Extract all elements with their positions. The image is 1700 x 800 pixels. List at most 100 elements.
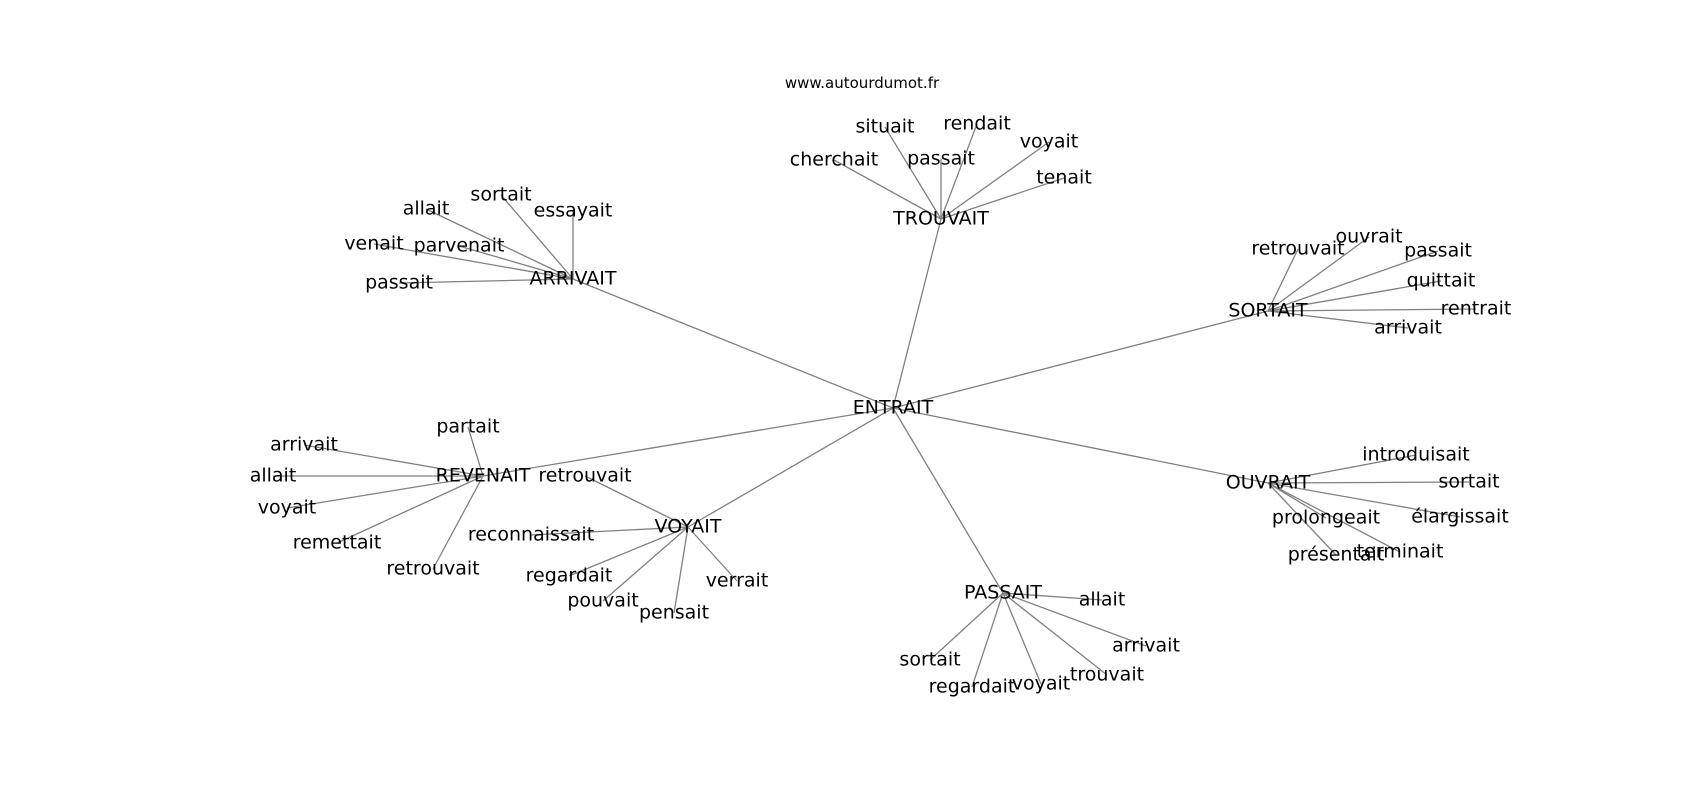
edge-center-ouvrait <box>892 407 1269 484</box>
hub-node-passait: PASSAIT <box>964 582 1042 604</box>
leaf-node-arrivait-2: essayait <box>534 200 613 222</box>
leaf-node-revenait-1: arrivait <box>270 434 338 456</box>
edge-trouvait-1 <box>940 123 978 220</box>
edge-trouvait-0 <box>884 126 942 220</box>
edge-passait-4 <box>1002 592 1042 685</box>
edge-arrivait-0 <box>425 208 574 280</box>
leaf-node-ouvrait-1: sortait <box>1438 471 1499 493</box>
edge-trouvait-4 <box>833 159 942 220</box>
leaf-node-trouvait-2: passait <box>907 148 975 170</box>
edge-voyait-1 <box>530 526 689 536</box>
leaf-node-trouvait-1: rendait <box>943 113 1011 135</box>
leaf-node-ouvrait-4: terminait <box>1357 541 1444 563</box>
edge-passait-0 <box>1002 592 1103 601</box>
edge-passait-3 <box>971 592 1004 688</box>
leaf-node-trouvait-3: voyait <box>1020 131 1078 153</box>
edge-ouvrait-2 <box>1267 482 1461 518</box>
leaf-node-sortait-4: rentrait <box>1441 298 1512 320</box>
leaf-node-revenait-4: remettait <box>293 532 382 554</box>
edge-voyait-5 <box>687 526 738 582</box>
leaf-node-ouvrait-2: élargissait <box>1411 506 1509 528</box>
graph-labels: ENTRAIT TROUVAIT situait rendait passait voya… <box>250 113 1512 698</box>
leaf-node-sortait-0: retrouvait <box>1251 238 1344 260</box>
leaf-node-revenait-3: voyait <box>258 497 316 519</box>
edge-trouvait-5 <box>940 177 1065 220</box>
edge-passait-1 <box>1002 592 1147 647</box>
leaf-node-arrivait-1: sortait <box>470 184 531 206</box>
leaf-node-ouvrait-0: introduisait <box>1362 444 1469 466</box>
edge-passait-5 <box>1002 592 1108 676</box>
edge-voyait-2 <box>568 526 689 577</box>
edge-ouvrait-5 <box>1267 482 1337 556</box>
hub-node-arrivait: ARRIVAIT <box>530 268 617 290</box>
center-node-label: ENTRAIT <box>853 397 934 419</box>
leaf-node-sortait-1: ouvrait <box>1335 226 1402 248</box>
hub-node-trouvait: TROUVAIT <box>892 208 989 230</box>
edge-center-arrivait <box>572 278 894 409</box>
edge-voyait-3 <box>602 526 689 602</box>
leaf-node-voyait-2: regardait <box>526 565 613 587</box>
leaf-node-trouvait-5: tenait <box>1036 167 1092 189</box>
edge-arrivait-4 <box>458 245 574 280</box>
leaf-node-passait-1: arrivait <box>1112 635 1180 657</box>
edge-ouvrait-3 <box>1267 482 1327 519</box>
leaf-node-passait-0: allait <box>1079 589 1126 611</box>
edge-arrivait-5 <box>398 278 574 284</box>
hub-node-ouvrait: OUVRAIT <box>1226 472 1311 494</box>
hub-node-sortait: SORTAIT <box>1228 300 1308 322</box>
edge-arrivait-3 <box>373 243 574 280</box>
edge-center-revenait <box>482 407 894 477</box>
edge-center-voyait <box>687 407 894 528</box>
edge-passait-2 <box>929 592 1004 661</box>
leaf-node-trouvait-0: situait <box>855 116 914 138</box>
leaf-node-passait-4: voyait <box>1012 673 1070 695</box>
edge-revenait-1 <box>303 444 484 477</box>
edge-revenait-3 <box>286 475 484 509</box>
leaf-node-passait-5: trouvait <box>1070 664 1144 686</box>
edge-sortait-4 <box>1267 308 1477 312</box>
leaf-node-revenait-2: allait <box>250 465 297 487</box>
edge-sortait-0 <box>1267 248 1299 312</box>
leaf-node-arrivait-4: parvenait <box>414 235 505 257</box>
edge-ouvrait-1 <box>1267 481 1470 484</box>
edge-sortait-2 <box>1267 250 1439 312</box>
leaf-node-sortait-2: passait <box>1404 240 1472 262</box>
leaf-node-voyait-3: pouvait <box>567 590 638 612</box>
leaf-node-voyait-0: retrouvait <box>538 465 631 487</box>
leaf-node-voyait-5: verrait <box>706 570 769 592</box>
edge-ouvrait-0 <box>1267 454 1417 484</box>
leaf-node-passait-3: regardait <box>929 676 1016 698</box>
leaf-node-passait-2: sortait <box>899 649 960 671</box>
edge-trouvait-3 <box>940 141 1050 220</box>
leaf-node-sortait-5: arrivait <box>1374 317 1442 339</box>
leaf-node-revenait-0: partait <box>436 416 499 438</box>
edge-voyait-4 <box>673 526 689 614</box>
edge-center-sortait <box>892 310 1269 409</box>
edge-sortait-3 <box>1267 280 1442 312</box>
hub-node-revenait: REVENAIT <box>436 465 531 487</box>
leaf-node-ouvrait-3: prolongeait <box>1272 507 1380 529</box>
leaf-node-arrivait-5: passait <box>365 272 433 294</box>
leaf-node-ouvrait-5: présentait <box>1288 544 1385 566</box>
edge-revenait-5 <box>432 475 484 570</box>
leaf-node-trouvait-4: cherchait <box>790 149 878 171</box>
edge-center-passait <box>892 407 1004 594</box>
graph-edges <box>273 123 1477 688</box>
edge-voyait-0 <box>584 475 689 528</box>
hub-node-voyait: VOYAIT <box>655 516 722 538</box>
edge-sortait-5 <box>1267 310 1409 329</box>
leaf-node-arrivait-0: allait <box>403 198 450 220</box>
leaf-node-sortait-3: quittait <box>1407 270 1476 292</box>
edge-ouvrait-4 <box>1267 482 1401 553</box>
leaf-node-voyait-4: pensait <box>639 602 709 624</box>
watermark-text: www.autourdumot.fr <box>785 74 940 92</box>
edge-arrivait-1 <box>500 194 574 280</box>
leaf-node-revenait-5: retrouvait <box>386 558 479 580</box>
edge-sortait-1 <box>1267 236 1370 312</box>
edge-revenait-4 <box>336 475 484 544</box>
leaf-node-voyait-1: reconnaissait <box>468 524 594 546</box>
leaf-node-arrivait-3: venait <box>344 233 403 255</box>
edge-revenait-0 <box>467 426 484 477</box>
edge-center-trouvait <box>892 218 942 409</box>
